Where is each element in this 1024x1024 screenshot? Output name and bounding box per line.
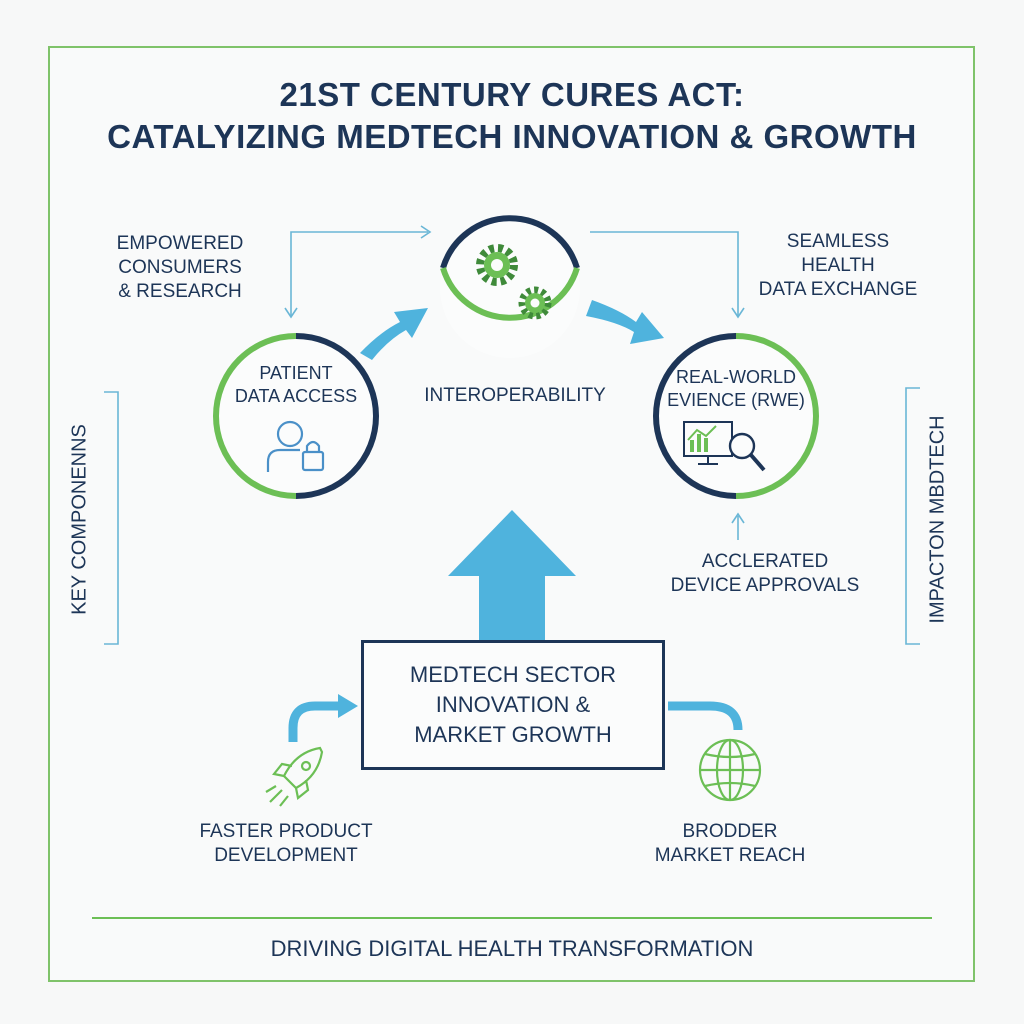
title-line-1: 21ST CENTURY CURES ACT:	[279, 76, 745, 113]
arrow-interop-to-rwe	[586, 300, 664, 344]
connector-top-right	[590, 231, 745, 319]
arrow-into-box-head	[338, 694, 358, 718]
chart-magnifier-icon	[683, 421, 766, 472]
empowered-line-1: EMPOWERED CONSUMERS	[116, 233, 244, 278]
left-bracket	[104, 391, 119, 645]
rwe-line-2: EVIENCE (RWE)	[667, 390, 805, 410]
accelerated-approvals-label: ACCLERATED DEVICE APPROVALS	[660, 550, 870, 598]
box-line-3: MARKET GROWTH	[414, 722, 612, 747]
seamless-exchange-label: SEAMLESS HEALTH DATA EXCHANGE	[748, 230, 928, 302]
rwe-circle	[653, 333, 819, 499]
box-line-1: MEDTECH SECTOR	[409, 662, 617, 687]
connector-top-left	[284, 225, 432, 319]
patient-line-1: PATIENT	[259, 363, 333, 383]
rwe-label: REAL-WORLD EVIENCE (RWE)	[660, 366, 812, 412]
arrow-out-of-box	[668, 701, 743, 731]
faster-line-1: FASTER PRODUCT	[199, 821, 373, 842]
patient-data-access-label: PATIENT DATA ACCESS	[216, 362, 376, 408]
interop-circle	[440, 215, 580, 358]
arrow-patient-to-interop	[360, 308, 428, 360]
medtech-growth-box: MEDTECH SECTOR INNOVATION & MARKET GROWT…	[361, 640, 665, 770]
big-up-arrow	[448, 510, 576, 640]
seamless-line-2: DATA EXCHANGE	[758, 279, 918, 300]
footer-text: DRIVING DIGITAL HEALTH TRANSFORMATION	[270, 936, 754, 961]
broader-line-1: BRODDER	[682, 821, 778, 842]
faster-line-2: DEVELOPMENT	[214, 845, 358, 866]
patient-line-2: DATA ACCESS	[234, 386, 358, 406]
connector-approvals	[731, 512, 745, 540]
impact-medtech-label: IMPACTON MBDTECH	[926, 415, 949, 624]
broader-line-2: MARKET REACH	[654, 845, 806, 866]
empowered-line-2: & RESEARCH	[118, 281, 242, 302]
gears-icon	[476, 244, 552, 320]
box-line-2: INNOVATION &	[435, 692, 591, 717]
broader-reach-label: BRODDER MARKET REACH	[630, 820, 830, 868]
empowered-consumers-label: EMPOWERED CONSUMERS & RESEARCH	[60, 232, 300, 304]
key-components-label: KEY COMPONENNS	[68, 424, 91, 615]
rocket-icon	[265, 746, 324, 807]
title-line-2: CATALYIZING MEDTECH INNOVATION & GROWTH	[107, 118, 917, 155]
interoperability-label: INTEROPERABILITY	[424, 385, 606, 406]
approvals-line-2: DEVICE APPROVALS	[670, 575, 860, 596]
user-lock-icon	[266, 420, 325, 472]
patient-circle	[213, 333, 379, 499]
rwe-line-1: REAL-WORLD	[675, 367, 796, 387]
globe-icon	[698, 738, 762, 802]
arrow-into-box	[288, 701, 340, 742]
faster-development-label: FASTER PRODUCT DEVELOPMENT	[176, 820, 396, 868]
right-bracket	[905, 387, 920, 645]
seamless-line-1: SEAMLESS HEALTH	[786, 231, 890, 276]
approvals-line-1: ACCLERATED	[701, 551, 829, 572]
